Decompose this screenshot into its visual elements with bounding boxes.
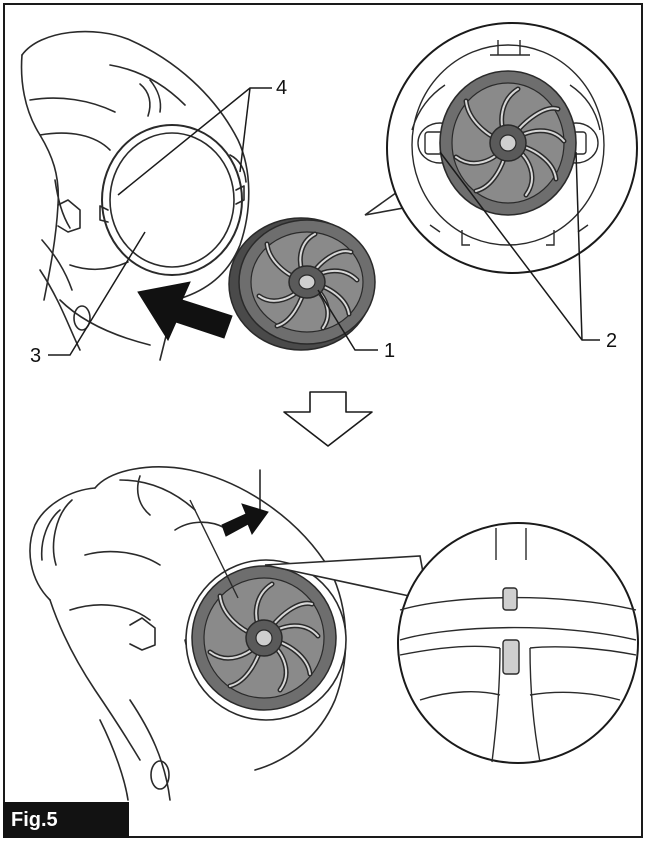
- detail-magnifier-tabs: [364, 22, 638, 274]
- detail-magnifier-alignment: [264, 522, 639, 764]
- step-down-arrow: [283, 391, 373, 447]
- installed-filter-cover: [185, 559, 347, 721]
- callout-1: 1: [384, 340, 395, 362]
- callout-4: 4: [276, 77, 287, 99]
- rotate-direction-arrow: [221, 503, 269, 537]
- figure-border: [3, 3, 643, 838]
- insert-direction-arrow: [137, 281, 233, 342]
- figure-label: Fig.5: [3, 802, 129, 838]
- callout-2: 2: [606, 330, 617, 352]
- leader-lines-top: [48, 87, 600, 356]
- tool-housing-top: [20, 30, 250, 361]
- dust-filter-cover: [228, 217, 376, 351]
- callout-3: 3: [30, 345, 41, 367]
